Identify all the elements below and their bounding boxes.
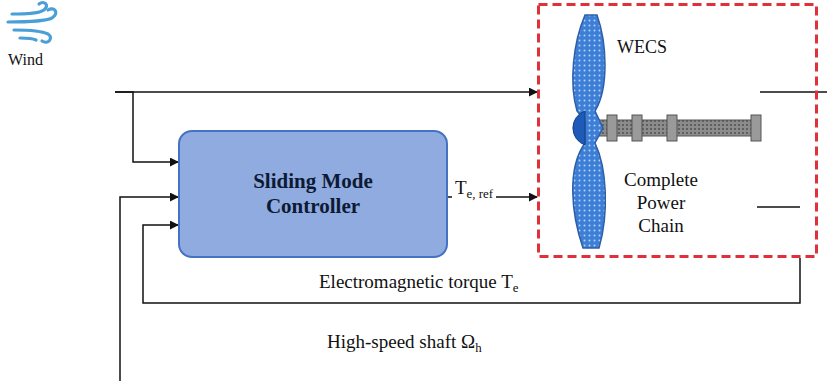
wind-to-controller-arrow — [115, 92, 178, 162]
wind-node: Wind — [4, 0, 115, 100]
speed-feedback-arrow — [120, 197, 178, 381]
input-name: Wind — [8, 50, 43, 69]
signal-label: Electromagnetic torque Te — [316, 272, 522, 295]
wind-icon — [4, 0, 74, 50]
system-name: WECS — [617, 37, 667, 59]
controller-title: Sliding Mode Controller — [233, 169, 393, 219]
signal-label: High-speed shaft Ωh — [324, 332, 485, 355]
controller-box: Sliding Mode Controller — [178, 130, 448, 258]
system-description: Complete Power Chain — [617, 169, 705, 237]
signal-label: Te, ref — [452, 178, 496, 201]
wecs-box: WECS Complete Power Chain — [537, 3, 818, 258]
wind-to-wecs-arrow — [115, 91, 537, 93]
torque-stub — [757, 206, 800, 208]
